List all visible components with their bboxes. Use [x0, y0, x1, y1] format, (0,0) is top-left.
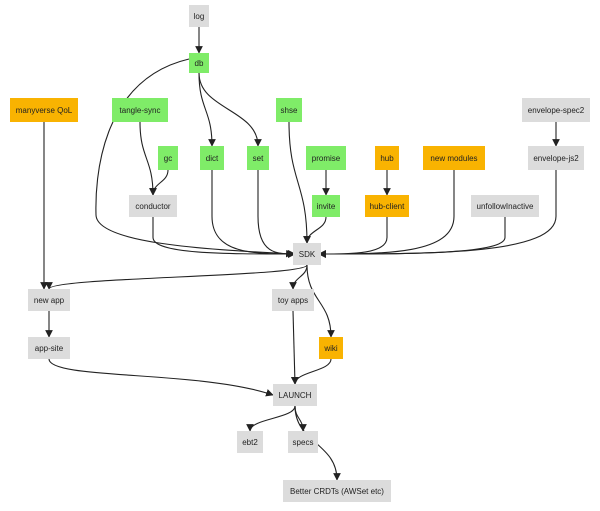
node-specs: specs [288, 431, 318, 453]
node-promise: promise [306, 146, 346, 170]
node-hub-client: hub-client [365, 195, 409, 217]
node-manyverse-qol: manyverse QoL [10, 98, 78, 122]
node-wiki: wiki [319, 337, 343, 359]
edge-tangle_sync-to-conductor [139, 121, 157, 196]
edge-launch-to-ebt2 [246, 405, 296, 432]
node-sdk: SDK [293, 243, 321, 265]
edge-wiki-to-launch [291, 358, 332, 385]
edge-envelope_js2-to-sdk [318, 170, 557, 258]
node-dict: dict [200, 146, 224, 170]
node-log: log [189, 5, 209, 27]
node-toy-apps: toy apps [272, 289, 314, 311]
edge-toy_apps-to-launch [290, 310, 299, 385]
edge-db-to-set [198, 72, 262, 147]
node-envelope-spec2: envelope-spec2 [522, 98, 590, 122]
node-new-modules: new modules [423, 146, 485, 170]
edge-sdk-to-wiki [306, 264, 335, 338]
node-app-site: app-site [28, 337, 70, 359]
edge-db-to-sdk [95, 58, 294, 258]
edge-gc-to-conductor [149, 169, 169, 196]
edge-sdk-to-new_app [45, 264, 308, 290]
node-db: db [189, 53, 209, 73]
edge-db-to-dict [198, 72, 216, 147]
node-ebt2: ebt2 [237, 431, 263, 453]
edge-shse-to-sdk [288, 121, 311, 244]
node-new-app: new app [28, 289, 70, 311]
node-shse: shse [276, 98, 302, 122]
edge-unfollow_inactive-to-sdk [318, 217, 506, 258]
node-envelope-js2: envelope-js2 [528, 146, 584, 170]
edge-app_site-to-launch [48, 358, 274, 397]
node-conductor: conductor [129, 195, 177, 217]
node-better-crdts: Better CRDTs (AWSet etc) [283, 480, 391, 502]
node-gc: gc [158, 146, 178, 170]
node-set: set [247, 146, 269, 170]
edge-launch-to-specs [294, 405, 307, 432]
node-unfollow-inactive: unfollowInactive [471, 195, 539, 217]
edge-conductor-to-sdk [152, 217, 296, 258]
node-invite: invite [312, 195, 340, 217]
node-hub: hub [375, 146, 399, 170]
edge-set-to-sdk [257, 170, 296, 258]
edge-hub_client-to-sdk [318, 217, 388, 258]
edge-dict-to-sdk [211, 170, 296, 258]
edge-invite-to-sdk [303, 216, 327, 244]
node-tangle-sync: tangle-sync [112, 98, 168, 122]
node-launch: LAUNCH [273, 384, 317, 406]
